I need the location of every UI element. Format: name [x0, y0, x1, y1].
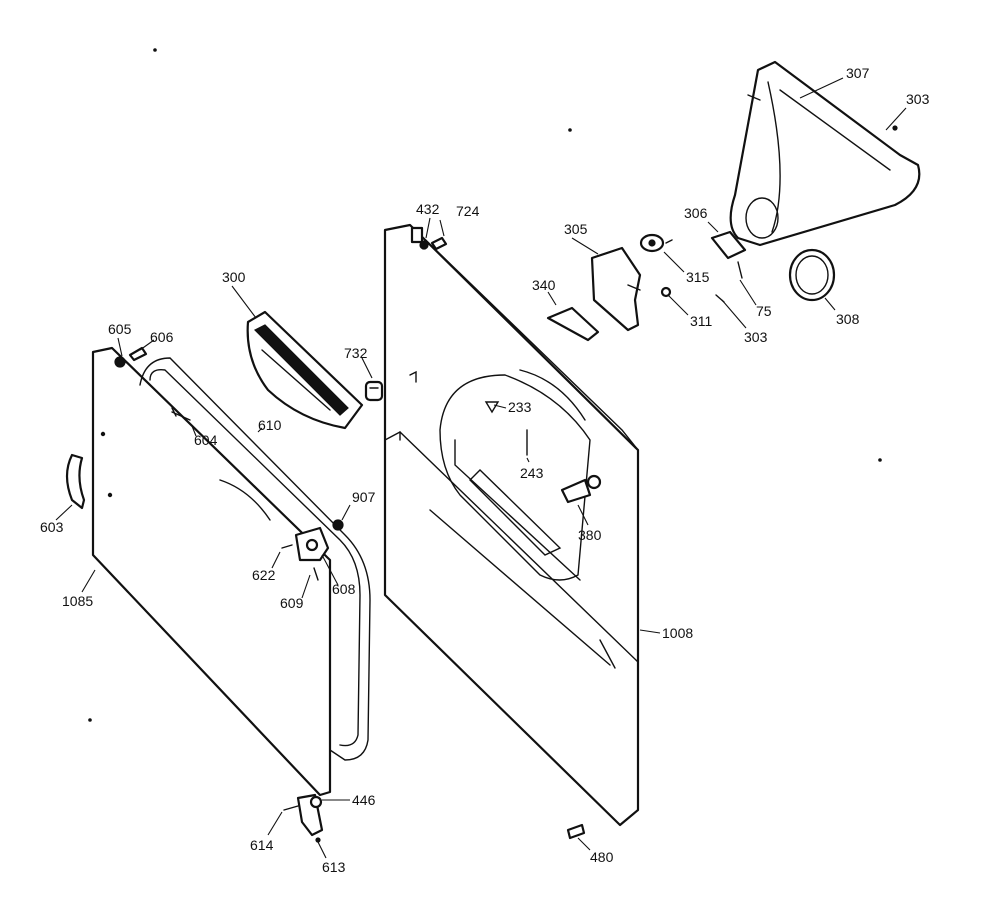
hinge-assembly-part — [281, 526, 330, 581]
label-75: 75 — [756, 303, 772, 319]
exhaust-ring-part — [788, 248, 836, 302]
label-306: 306 — [684, 205, 708, 221]
label-732: 732 — [344, 345, 368, 361]
label-300: 300 — [222, 269, 246, 285]
label-305: 305 — [564, 221, 588, 237]
screw-480-part — [566, 823, 586, 840]
front-panel-1008 — [383, 223, 640, 827]
label-608: 608 — [332, 581, 356, 597]
clip-724-part — [430, 236, 448, 251]
label-614: 614 — [250, 837, 274, 853]
filter-housing-300 — [246, 310, 364, 430]
label-233: 233 — [508, 399, 532, 415]
exhaust-duct-part — [729, 60, 921, 247]
label-380: 380 — [578, 527, 602, 543]
label-609: 609 — [280, 595, 304, 611]
thermostat-315-part — [639, 233, 673, 253]
cover-plate-305-part — [590, 246, 642, 332]
label-604: 604 — [194, 432, 218, 448]
label-724: 724 — [456, 203, 480, 219]
label-605: 605 — [108, 321, 132, 337]
label-303-top: 303 — [906, 91, 930, 107]
door-catch-380-part — [560, 474, 602, 504]
label-340: 340 — [532, 277, 556, 293]
label-315: 315 — [686, 269, 710, 285]
screw-432-part — [419, 240, 429, 250]
screw-907-part — [332, 519, 344, 531]
door-1085 — [91, 346, 371, 797]
label-1008: 1008 — [662, 625, 693, 641]
clip-606-part — [128, 346, 148, 362]
label-308: 308 — [836, 311, 860, 327]
screw-311-part — [660, 286, 672, 298]
bracket-306-part — [710, 230, 747, 279]
label-606: 606 — [150, 329, 174, 345]
leader-lines — [55, 77, 907, 859]
label-907: 907 — [352, 489, 376, 505]
label-613: 613 — [322, 859, 346, 875]
label-1085: 1085 — [62, 593, 93, 609]
lower-hinge-part — [283, 793, 324, 843]
label-311: 311 — [690, 313, 713, 329]
screw-233-part — [484, 401, 500, 414]
label-622: 622 — [252, 567, 276, 583]
knob-732-part — [364, 380, 384, 402]
strip-340-part — [546, 306, 600, 342]
label-610: 610 — [258, 417, 282, 433]
label-303: 303 — [744, 329, 768, 345]
screw-605-part — [114, 356, 126, 368]
handle-603-part — [65, 453, 86, 510]
label-480: 480 — [590, 849, 614, 865]
screw-604-part — [171, 407, 191, 421]
label-446: 446 — [352, 792, 376, 808]
label-603: 603 — [40, 519, 64, 535]
label-432: 432 — [416, 201, 440, 217]
part-labels: 605 606 300 732 432 724 305 340 315 311 … — [40, 65, 930, 875]
label-307: 307 — [846, 65, 870, 81]
label-243: 243 — [520, 465, 544, 481]
